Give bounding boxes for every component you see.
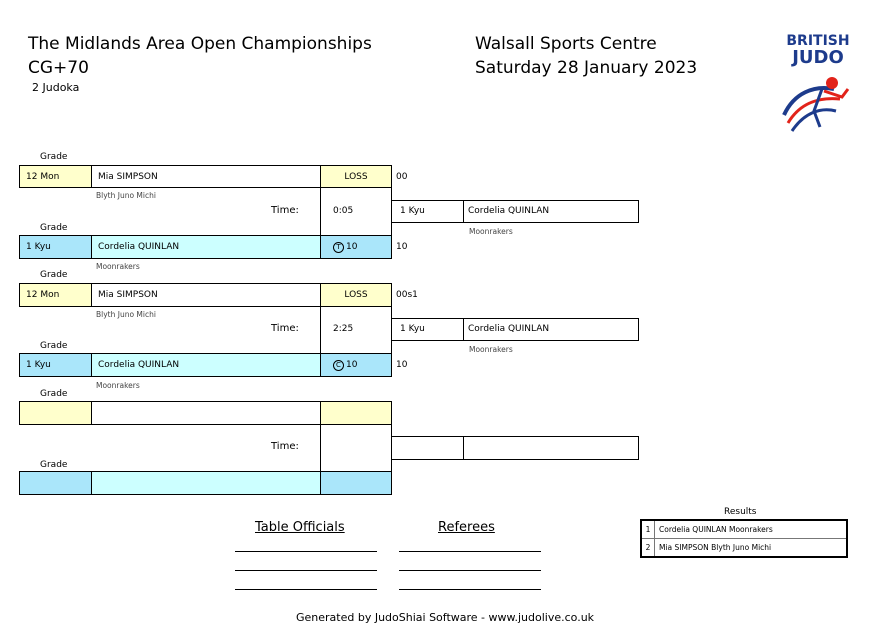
judoka-emblem-icon (782, 77, 850, 132)
winner-club: Moonrakers (469, 227, 513, 236)
results-title: Results (724, 507, 757, 517)
penalty-mark-icon: T (333, 241, 344, 253)
winner-box (391, 200, 639, 223)
winner-box (391, 318, 639, 341)
referees-label: Referees (438, 520, 495, 535)
venue-label: Walsall Sports Centre (475, 34, 657, 54)
time-label: Time: (271, 323, 299, 334)
time-label: Time: (271, 441, 299, 452)
british-judo-logo: BRITISH JUDO (778, 34, 858, 144)
results-table: 1 Cordelia QUINLAN Moonrakers 2 Mia SIMP… (640, 519, 848, 558)
top-score: 00s1 (396, 290, 418, 300)
top-club: Blyth Juno Michi (96, 191, 156, 200)
result-entry: Mia SIMPSON Blyth Juno Michi (659, 543, 772, 552)
top-result: LOSS (320, 165, 392, 188)
signature-line (235, 551, 377, 552)
result-rank: 1 (642, 521, 655, 538)
match-time: 0:05 (333, 206, 354, 216)
top-score: 00 (396, 172, 408, 182)
bottom-grade: 1 Kyu (19, 235, 92, 259)
top-result: LOSS (320, 283, 392, 307)
bottom-name: Cordelia QUINLAN (91, 235, 321, 259)
grade-header: Grade (40, 460, 68, 470)
signature-line (235, 589, 377, 590)
bottom-name (91, 471, 321, 495)
bottom-grade: 1 Kyu (19, 353, 92, 377)
grade-header: Grade (40, 389, 68, 399)
competition-title: The Midlands Area Open Championships (28, 34, 372, 54)
category-label: CG+70 (28, 58, 89, 78)
result-entry: Cordelia QUINLAN Moonrakers (659, 525, 773, 534)
bottom-name: Cordelia QUINLAN (91, 353, 321, 377)
bottom-result (320, 471, 392, 495)
grade-header: Grade (40, 223, 68, 233)
footer-credit: Generated by JudoShiai Software - www.ju… (296, 611, 595, 624)
bottom-score: 10 (396, 360, 408, 370)
winner-name: Cordelia QUINLAN (468, 324, 550, 334)
top-grade: 12 Mon (19, 283, 92, 307)
penalty-mark-icon: C (333, 359, 344, 371)
results-row: 2 Mia SIMPSON Blyth Juno Michi (642, 539, 846, 556)
top-grade: 12 Mon (19, 165, 92, 188)
grade-header: Grade (40, 152, 68, 162)
judoka-count: 2 Judoka (32, 81, 80, 94)
winner-box (391, 436, 639, 460)
time-label: Time: (271, 205, 299, 216)
signature-line (235, 570, 377, 571)
signature-line (399, 589, 541, 590)
grade-header: Grade (40, 270, 68, 280)
top-name: Mia SIMPSON (91, 165, 321, 188)
top-result (320, 401, 392, 425)
signature-line (399, 570, 541, 571)
date-label: Saturday 28 January 2023 (475, 58, 698, 78)
bottom-club: Moonrakers (96, 381, 140, 390)
bottom-club: Moonrakers (96, 262, 140, 271)
table-officials-label: Table Officials (255, 520, 345, 535)
top-name (91, 401, 321, 425)
grade-header: Grade (40, 341, 68, 351)
top-grade (19, 401, 92, 425)
match-time: 2:25 (333, 324, 354, 334)
winner-grade: 1 Kyu (400, 324, 425, 334)
top-name: Mia SIMPSON (91, 283, 321, 307)
bottom-score: 10 (396, 242, 408, 252)
winner-name: Cordelia QUINLAN (468, 206, 550, 216)
bottom-grade (19, 471, 92, 495)
signature-line (399, 551, 541, 552)
top-club: Blyth Juno Michi (96, 310, 156, 319)
winner-club: Moonrakers (469, 345, 513, 354)
winner-grade: 1 Kyu (400, 206, 425, 216)
result-rank: 2 (642, 539, 655, 556)
results-row: 1 Cordelia QUINLAN Moonrakers (642, 521, 846, 539)
